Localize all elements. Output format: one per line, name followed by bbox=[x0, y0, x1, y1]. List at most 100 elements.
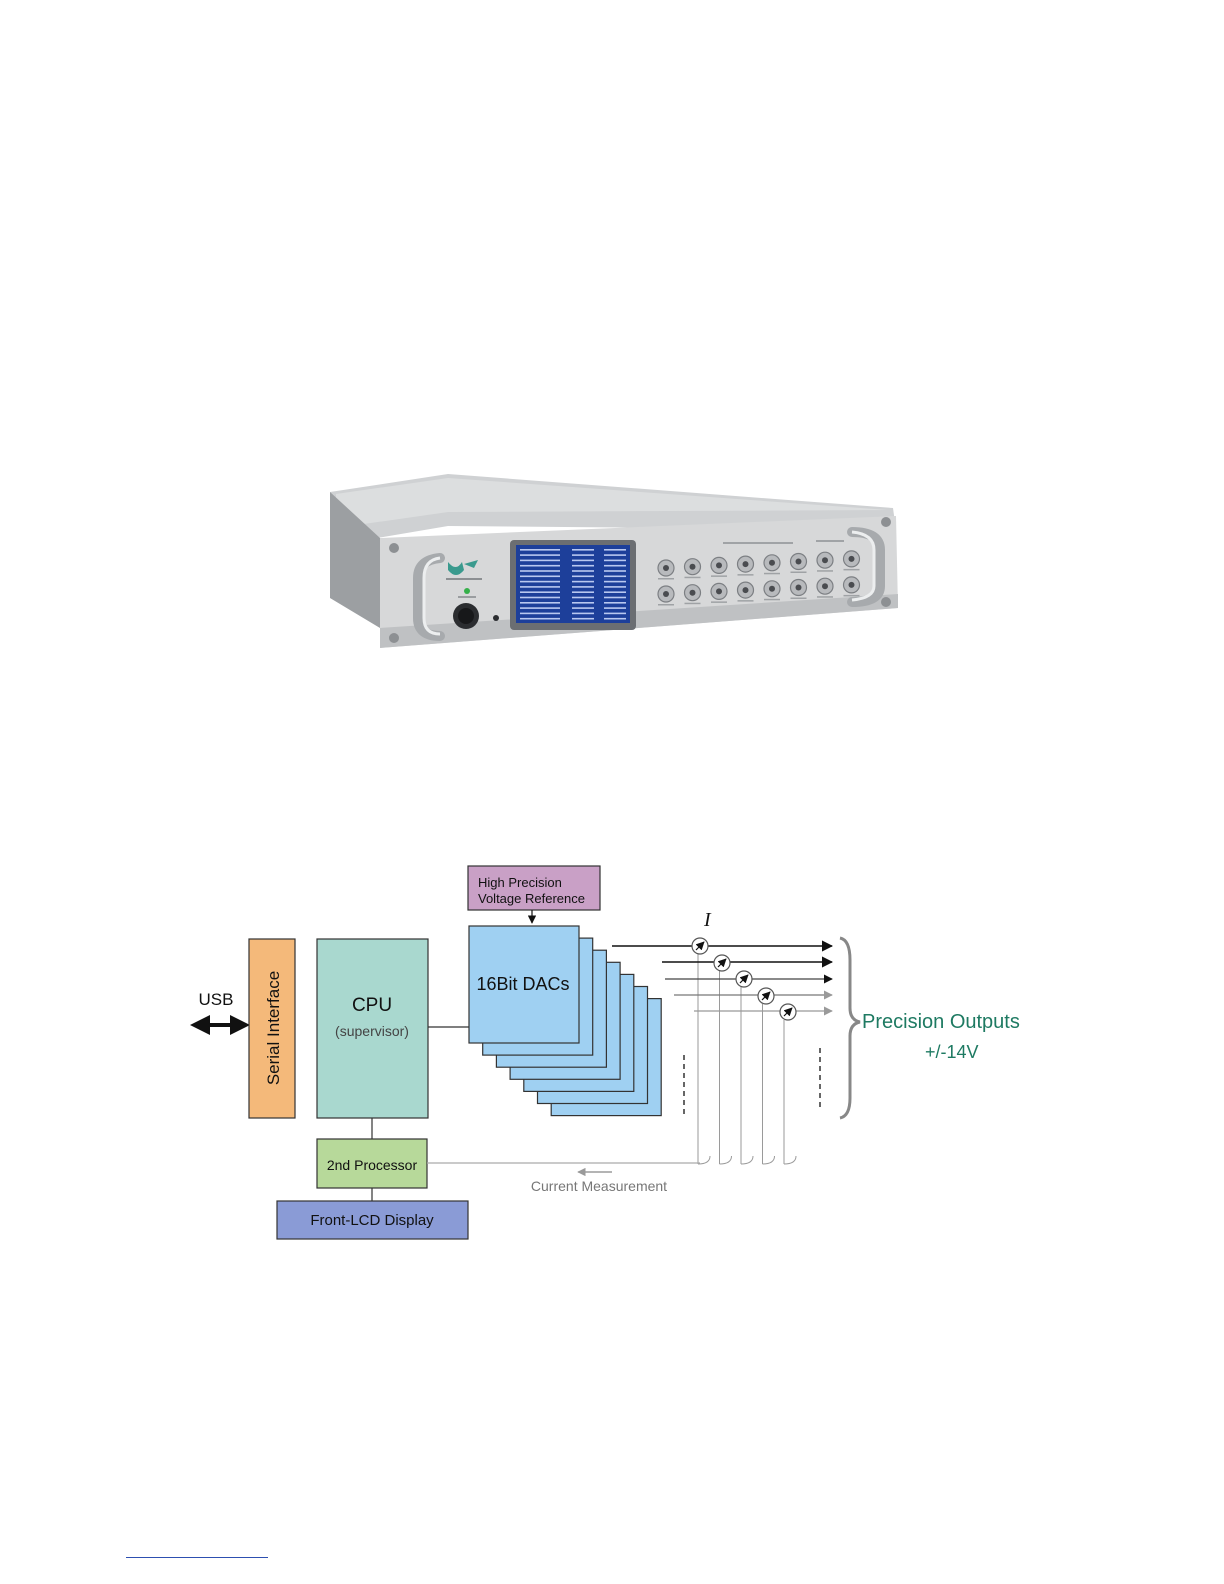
bnc-connector-pin bbox=[716, 588, 722, 594]
lcd-line bbox=[520, 618, 560, 620]
mount-hole bbox=[881, 597, 891, 607]
bnc-connector-pin bbox=[663, 565, 669, 571]
lcd-line bbox=[520, 607, 560, 609]
mount-hole bbox=[389, 633, 399, 643]
bnc-label-line bbox=[791, 572, 807, 574]
bnc-label-line bbox=[791, 598, 807, 600]
lcd-line bbox=[604, 613, 626, 615]
bnc-connector-pin bbox=[796, 585, 802, 591]
bnc-label-line bbox=[738, 600, 754, 602]
lcd-line bbox=[572, 554, 594, 556]
lcd-line bbox=[604, 554, 626, 556]
outputs-brace bbox=[840, 938, 860, 1118]
bnc-connector-pin bbox=[743, 587, 749, 593]
lcd-line bbox=[572, 549, 594, 551]
lcd-line bbox=[572, 613, 594, 615]
lcd-line bbox=[604, 602, 626, 604]
front-lcd-label: Front-LCD Display bbox=[310, 1212, 434, 1229]
lcd-screen bbox=[516, 545, 630, 623]
power-led bbox=[464, 588, 470, 594]
lcd-line bbox=[520, 554, 560, 556]
lcd-line bbox=[604, 586, 626, 588]
lcd-line bbox=[572, 570, 594, 572]
lcd-line bbox=[604, 549, 626, 551]
bnc-label-line bbox=[711, 575, 727, 577]
cpu-label: CPU bbox=[352, 995, 392, 1016]
cpu-sublabel: (supervisor) bbox=[335, 1023, 409, 1039]
bnc-connector-pin bbox=[690, 564, 696, 570]
lcd-line bbox=[520, 576, 560, 578]
bnc-label-line bbox=[738, 574, 754, 576]
bnc-label-line bbox=[658, 604, 674, 606]
reset-button[interactable] bbox=[493, 615, 499, 621]
bnc-label-line bbox=[817, 596, 833, 598]
measurement-curve bbox=[784, 1156, 796, 1164]
lcd-line bbox=[572, 602, 594, 604]
bnc-connector-pin bbox=[663, 591, 669, 597]
device-photo bbox=[328, 468, 908, 654]
lcd-line bbox=[520, 581, 560, 583]
block-diagram: USB Serial Interface CPU (supervisor) Hi… bbox=[180, 860, 1050, 1250]
lcd-line bbox=[572, 591, 594, 593]
bnc-label-line bbox=[658, 578, 674, 580]
dacs-label: 16Bit DACs bbox=[476, 974, 569, 994]
bnc-label-line bbox=[711, 601, 727, 603]
lcd-line bbox=[604, 597, 626, 599]
voltage-reference-label-2: Voltage Reference bbox=[478, 891, 585, 906]
lcd-line bbox=[604, 560, 626, 562]
lcd-line bbox=[604, 581, 626, 583]
bnc-connector-pin bbox=[796, 559, 802, 565]
lcd-line bbox=[520, 570, 560, 572]
lcd-line bbox=[520, 560, 560, 562]
lcd-line bbox=[520, 597, 560, 599]
measurement-curve bbox=[720, 1156, 732, 1164]
second-processor-label: 2nd Processor bbox=[327, 1157, 418, 1173]
bnc-label-line bbox=[764, 573, 780, 575]
outputs-voltage-label: +/-14V bbox=[925, 1042, 979, 1062]
bnc-connector-pin bbox=[849, 556, 855, 562]
footnote-rule bbox=[126, 1557, 268, 1558]
mount-hole bbox=[881, 517, 891, 527]
lcd-line bbox=[604, 591, 626, 593]
bnc-connector-pin bbox=[769, 586, 775, 592]
mount-hole bbox=[389, 543, 399, 553]
lcd-line bbox=[604, 576, 626, 578]
lcd-line bbox=[572, 618, 594, 620]
lcd-line bbox=[520, 565, 560, 567]
usb-label: USB bbox=[199, 990, 234, 1009]
bnc-label-line bbox=[844, 569, 860, 571]
bnc-label-line bbox=[685, 577, 701, 579]
bnc-label-line bbox=[844, 595, 860, 597]
measurement-curve bbox=[763, 1156, 775, 1164]
lcd-line bbox=[520, 591, 560, 593]
precision-outputs-label: Precision Outputs bbox=[862, 1011, 1020, 1033]
bnc-label-line bbox=[764, 599, 780, 601]
lcd-line bbox=[604, 565, 626, 567]
lcd-line bbox=[604, 618, 626, 620]
lcd-line bbox=[520, 586, 560, 588]
bnc-label-line bbox=[817, 570, 833, 572]
lcd-line bbox=[572, 576, 594, 578]
lcd-line bbox=[572, 597, 594, 599]
lcd-line bbox=[572, 607, 594, 609]
bnc-connector-pin bbox=[743, 561, 749, 567]
current-measurement-label: Current Measurement bbox=[531, 1178, 667, 1194]
voltage-reference-label-1: High Precision bbox=[478, 875, 562, 890]
current-symbol: I bbox=[703, 909, 712, 931]
lcd-line bbox=[604, 570, 626, 572]
lcd-line bbox=[520, 602, 560, 604]
measurement-curve bbox=[741, 1156, 753, 1164]
lcd-line bbox=[572, 586, 594, 588]
bnc-connector-pin bbox=[849, 582, 855, 588]
serial-interface-label: Serial Interface bbox=[264, 971, 283, 1085]
bnc-label-line bbox=[685, 603, 701, 605]
lcd-line bbox=[520, 613, 560, 615]
lcd-line bbox=[572, 581, 594, 583]
bnc-connector-pin bbox=[716, 562, 722, 568]
bnc-connector-pin bbox=[690, 590, 696, 596]
bnc-connector-pin bbox=[822, 557, 828, 563]
lcd-line bbox=[604, 607, 626, 609]
lcd-line bbox=[572, 565, 594, 567]
bnc-connector-pin bbox=[769, 560, 775, 566]
bnc-connector-pin bbox=[822, 583, 828, 589]
